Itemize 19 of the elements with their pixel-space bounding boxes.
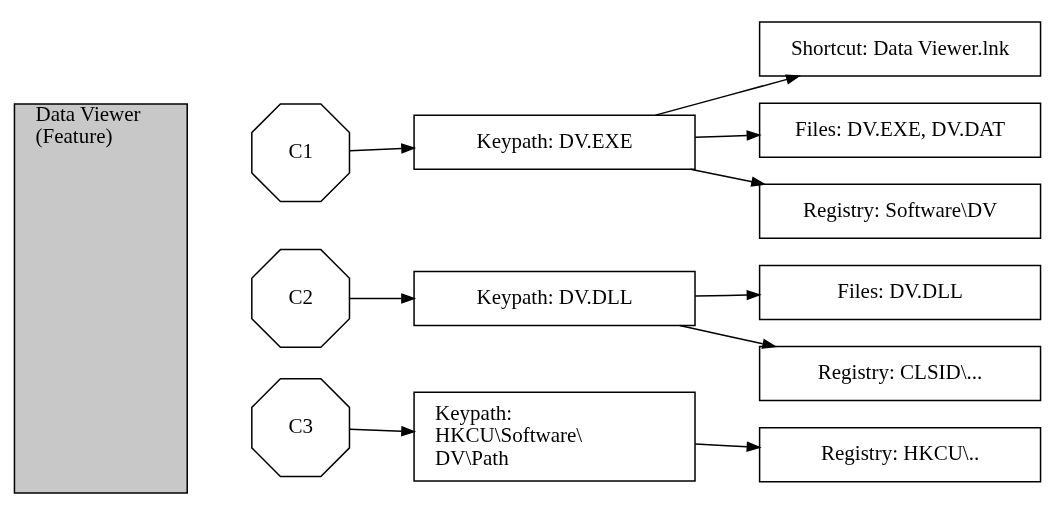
node-box: Keypath: DV.DLL bbox=[413, 270, 696, 326]
arrow bbox=[694, 289, 762, 300]
node-box: Registry: Software\DV bbox=[758, 183, 1042, 239]
arrow bbox=[694, 440, 762, 452]
node-box: Registry: HKCU\.. bbox=[758, 426, 1042, 482]
arrow bbox=[349, 142, 417, 154]
node-box: Data Viewer (Feature) bbox=[13, 102, 188, 494]
arrow bbox=[694, 129, 762, 141]
arrow bbox=[678, 324, 778, 349]
arrow bbox=[689, 168, 767, 187]
node-box: Registry: CLSID\... bbox=[758, 345, 1042, 401]
node-box: Keypath: HKCU\Software\ DV\Path bbox=[413, 391, 696, 482]
node-box: Shortcut: Data Viewer.lnk bbox=[758, 20, 1042, 77]
node-box: Keypath: DV.EXE bbox=[413, 113, 696, 170]
arrow bbox=[349, 292, 417, 304]
node-box: Files: DV.EXE, DV.DAT bbox=[758, 101, 1042, 158]
node-box: Files: DV.DLL bbox=[758, 264, 1042, 320]
arrow bbox=[654, 73, 801, 116]
arrow bbox=[349, 425, 417, 436]
